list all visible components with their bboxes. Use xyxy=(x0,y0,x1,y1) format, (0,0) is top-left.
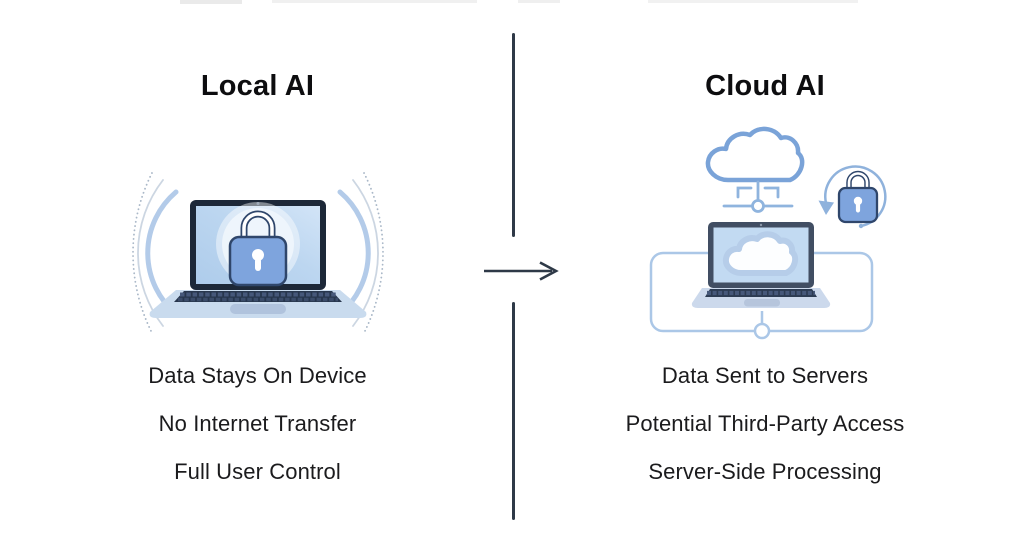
feature-item: Server-Side Processing xyxy=(648,459,882,484)
feature-item: Potential Third-Party Access xyxy=(625,411,905,436)
feature-item: Data Sent to Servers xyxy=(661,363,869,388)
cloud-icon xyxy=(705,126,805,183)
feature-item: Full User Control xyxy=(174,459,341,484)
cloud-ai-title: Cloud AI xyxy=(705,70,825,102)
divider-line-top xyxy=(512,33,515,237)
cropped-top-artifact xyxy=(272,0,477,3)
cloud-ai-illustration xyxy=(649,126,887,340)
local-ai-illustration xyxy=(132,172,384,334)
cropped-top-artifact xyxy=(180,0,242,4)
network-hub-icon xyxy=(722,180,794,213)
feature-item: No Internet Transfer xyxy=(158,411,357,436)
padlock-icon xyxy=(216,202,300,287)
sync-lock-icon xyxy=(818,165,887,229)
cropped-top-artifact xyxy=(518,0,560,3)
divider-line-bottom xyxy=(512,302,515,520)
local-ai-title: Local AI xyxy=(200,70,315,102)
cloud-ai-feature-list: Data Sent to Servers Potential Third-Par… xyxy=(600,364,930,508)
cloud-screen-icon xyxy=(722,231,799,276)
arrow-right-icon xyxy=(484,261,559,281)
feature-item: Data Stays On Device xyxy=(148,363,367,388)
local-ai-feature-list: Data Stays On Device No Internet Transfe… xyxy=(95,364,420,508)
cropped-top-artifact xyxy=(648,0,858,3)
